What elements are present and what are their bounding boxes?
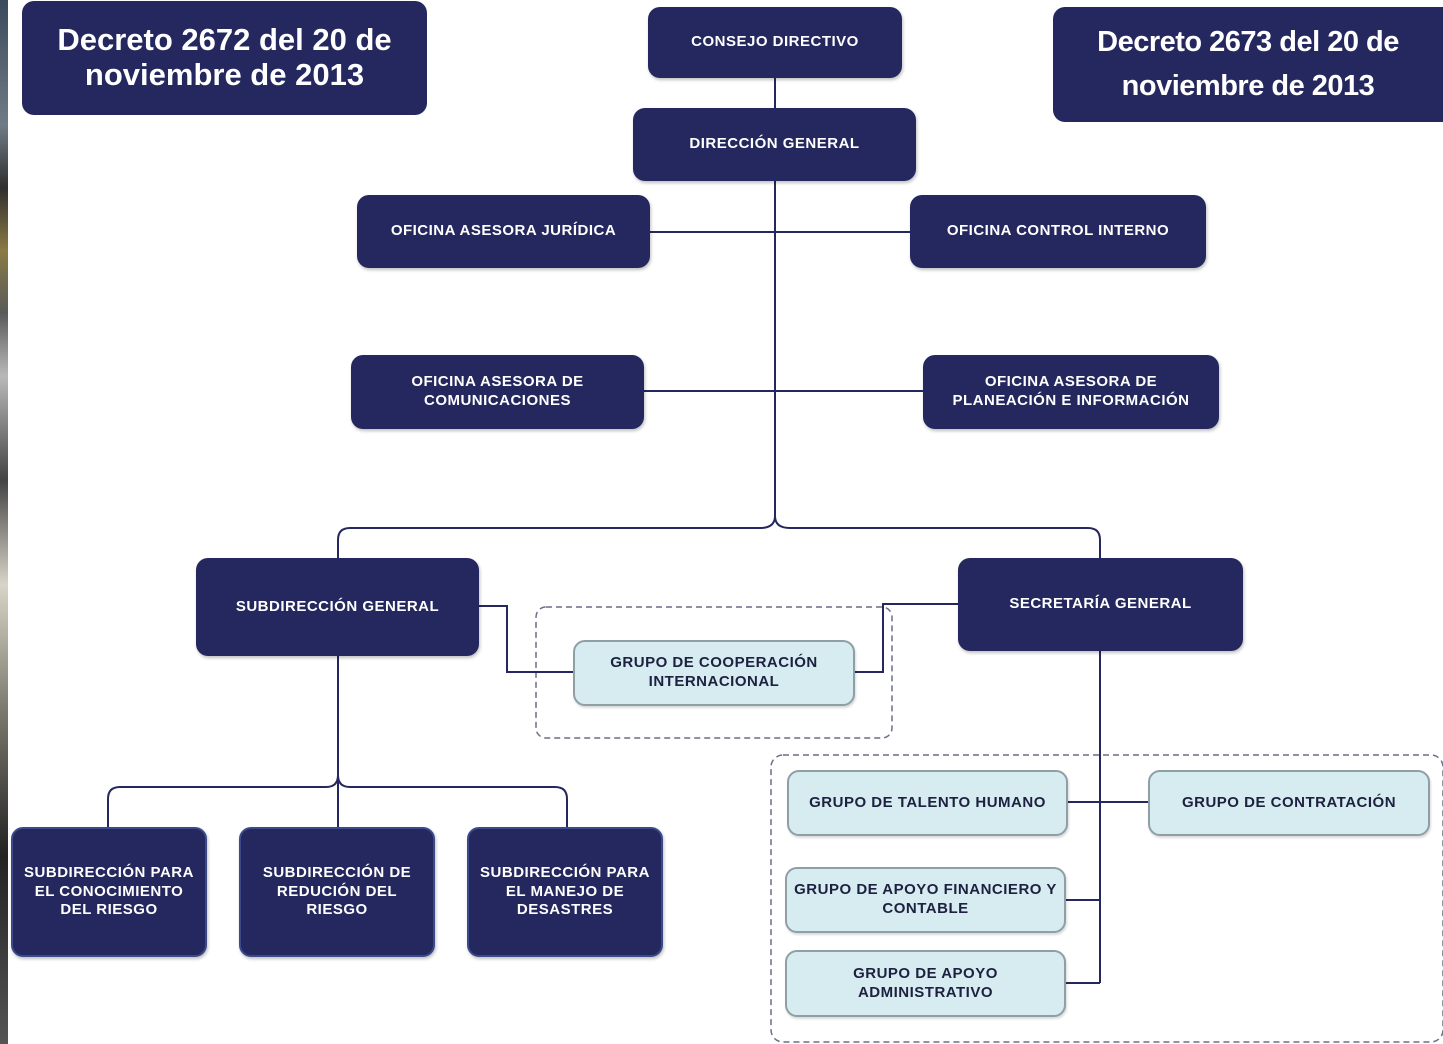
subdireccion-conocimiento-box: Subdirección para el Conocimiento del Ri… (11, 827, 207, 957)
oficina-comunicaciones-label: Oficina Asesora de Comunicaciones (411, 373, 584, 409)
grupo-administrativo-box: Grupo de Apoyo Administrativo (785, 950, 1066, 1017)
grupo-talento-label: Grupo de Talento Humano (809, 793, 1046, 811)
branch-desastres (337, 774, 568, 827)
grupo-contratacion-label: Grupo de Contratación (1181, 793, 1397, 811)
grupo-contratacion-box: Grupo de Contratación (1148, 770, 1430, 836)
background-photo-strip (0, 0, 8, 1044)
branch-conocimiento (107, 774, 339, 827)
secretaria-general-box: Secretaría General (958, 558, 1243, 651)
secretaria-general-label: Secretaría General (1009, 595, 1192, 613)
secretaria-groups-dashed-frame (770, 754, 1443, 1043)
decree-left-text: Decreto 2672 del 20 de noviembre de 2013 (57, 22, 392, 92)
grupo-talento-box: Grupo de Talento Humano (787, 770, 1068, 836)
oficina-planeacion-box: Oficina Asesora de Planeación e Informac… (923, 355, 1219, 429)
subdireccion-reduccion-box: Subdirección de Redución del Riesgo (239, 827, 435, 957)
subdireccion-reduccion-label: Subdirección de Redución del Riesgo (262, 863, 412, 919)
direccion-general-label: Dirección General (689, 135, 860, 153)
oficina-comunicaciones-box: Oficina Asesora de Comunicaciones (351, 355, 644, 429)
oficina-control-interno-box: Oficina Control Interno (910, 195, 1206, 268)
oficina-control-interno-label: Oficina Control Interno (946, 222, 1170, 240)
grupo-financiero-label: Grupo de Apoyo Financiero y Contable (794, 881, 1057, 917)
subdireccion-general-box: Subdirección General (196, 558, 479, 656)
decree-banner-left: Decreto 2672 del 20 de noviembre de 2013 (22, 1, 427, 115)
grupo-cooperacion-label: Grupo de Cooperación Internacional (610, 654, 818, 690)
link-secretaria-cooperacion (855, 603, 958, 673)
consejo-directivo-box: Consejo Directivo (648, 7, 902, 78)
subdireccion-conocimiento-label: Subdirección para el Conocimiento del Ri… (24, 863, 194, 919)
subdireccion-desastres-box: Subdirección para el Manejo de Desastres (467, 827, 663, 957)
link-subdireccion-cooperacion (479, 605, 573, 673)
subdireccion-general-label: Subdirección General (235, 597, 440, 615)
decree-right-text: Decreto 2673 del 20 de noviembre de 2013 (1097, 26, 1399, 102)
grupo-cooperacion-box: Grupo de Cooperación Internacional (573, 640, 855, 706)
subdireccion-desastres-label: Subdirección para el Manejo de Desastres (480, 863, 650, 919)
oficina-juridica-label: Oficina Asesora Jurídica (390, 222, 617, 240)
decree-banner-right: Decreto 2673 del 20 de noviembre de 2013 (1053, 7, 1443, 122)
grupo-financiero-box: Grupo de Apoyo Financiero y Contable (785, 867, 1066, 933)
oficina-planeacion-label: Oficina Asesora de Planeación e Informac… (952, 373, 1190, 409)
consejo-directivo-label: Consejo Directivo (691, 33, 859, 51)
branch-subdireccion (337, 515, 776, 558)
branch-secretaria (774, 515, 1101, 558)
grupo-administrativo-label: Grupo de Apoyo Administrativo (853, 964, 998, 1001)
direccion-general-box: Dirección General (633, 108, 916, 181)
oficina-juridica-box: Oficina Asesora Jurídica (357, 195, 650, 268)
